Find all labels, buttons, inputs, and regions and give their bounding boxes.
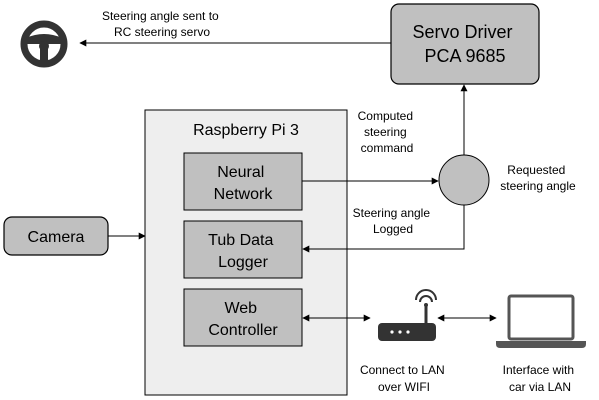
servo-driver-label-line1: Servo Driver [412, 22, 512, 42]
web-controller-node: Web Controller [183, 288, 303, 347]
camera-node: Camera [3, 216, 109, 256]
connect-lan-annotation: Connect to LAN over WIFI [360, 363, 448, 394]
svg-text:Web Controller: Web Controller [208, 300, 278, 339]
steering-wheel-icon [20, 20, 68, 68]
svg-text:Camera: Camera [28, 229, 85, 246]
angle-logged-annotation: Steering angle Logged [353, 206, 434, 236]
wifi-router-icon [378, 289, 437, 341]
neural-network-node: Neural Network [183, 152, 303, 211]
requested-angle-annotation: Requested steering angle [500, 163, 576, 193]
raspberry-pi-label: Raspberry Pi 3 [193, 122, 299, 139]
requested-steering-angle-node [438, 154, 490, 206]
steering-sent-annotation: Steering angle sent to RC steering servo [102, 9, 222, 39]
computed-command-annotation: Computed steering command [358, 109, 417, 155]
tub-data-logger-node: Tub Data Logger [183, 220, 303, 279]
svg-text:Neural Network: Neural Network [214, 164, 274, 203]
svg-text:Tub Data Logger: Tub Data Logger [208, 232, 278, 271]
interface-lan-annotation: Interface with car via LAN [503, 363, 578, 394]
servo-driver-node: Servo Driver PCA 9685 [390, 3, 540, 85]
laptop-icon [496, 294, 586, 348]
svg-text:Servo Driver PCA 9685: Servo Driver PCA 9685 [412, 22, 517, 66]
circle-to-logger-arrow [302, 205, 465, 253]
servo-driver-label-line2: PCA 9685 [424, 46, 505, 66]
